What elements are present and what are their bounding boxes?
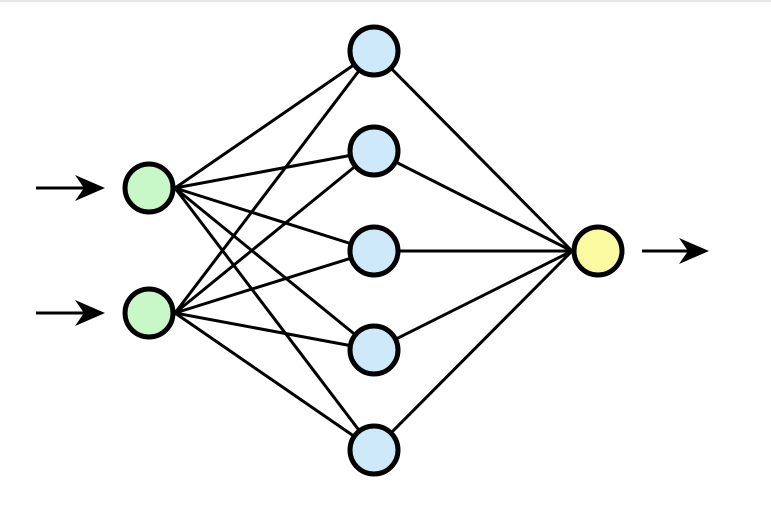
edge-hidden-4-output-1 <box>373 249 573 352</box>
output-arrow-head-icon <box>679 238 709 264</box>
node-hidden-3 <box>347 224 401 278</box>
edge-input-1-hidden-4 <box>174 186 375 352</box>
edge-input-1-hidden-3 <box>174 186 375 253</box>
node-hidden-2 <box>347 124 401 178</box>
edge-input-1-hidden-2 <box>174 149 375 190</box>
edge-input-2-hidden-5 <box>174 311 375 452</box>
node-input-2 <box>122 286 176 340</box>
edge-hidden-5-output-1 <box>372 249 574 452</box>
edge-input-2-hidden-4 <box>174 311 375 352</box>
node-output-1 <box>571 224 625 278</box>
edge-input-2-hidden-1 <box>173 50 376 314</box>
node-hidden-1 <box>347 24 401 78</box>
edge-input-1-hidden-1 <box>174 49 375 190</box>
input-arrow-2-head-icon <box>75 300 105 326</box>
input-arrow-1-head-icon <box>75 175 105 201</box>
edge-input-2-hidden-2 <box>174 149 375 315</box>
node-input-1 <box>122 161 176 215</box>
node-hidden-5 <box>347 423 401 477</box>
edge-input-2-hidden-3 <box>174 249 375 315</box>
edge-hidden-1-output-1 <box>372 49 574 253</box>
edge-input-1-hidden-5 <box>173 187 376 451</box>
node-hidden-4 <box>347 323 401 377</box>
edge-hidden-2-output-1 <box>373 149 573 253</box>
top-border-line <box>0 0 771 2</box>
